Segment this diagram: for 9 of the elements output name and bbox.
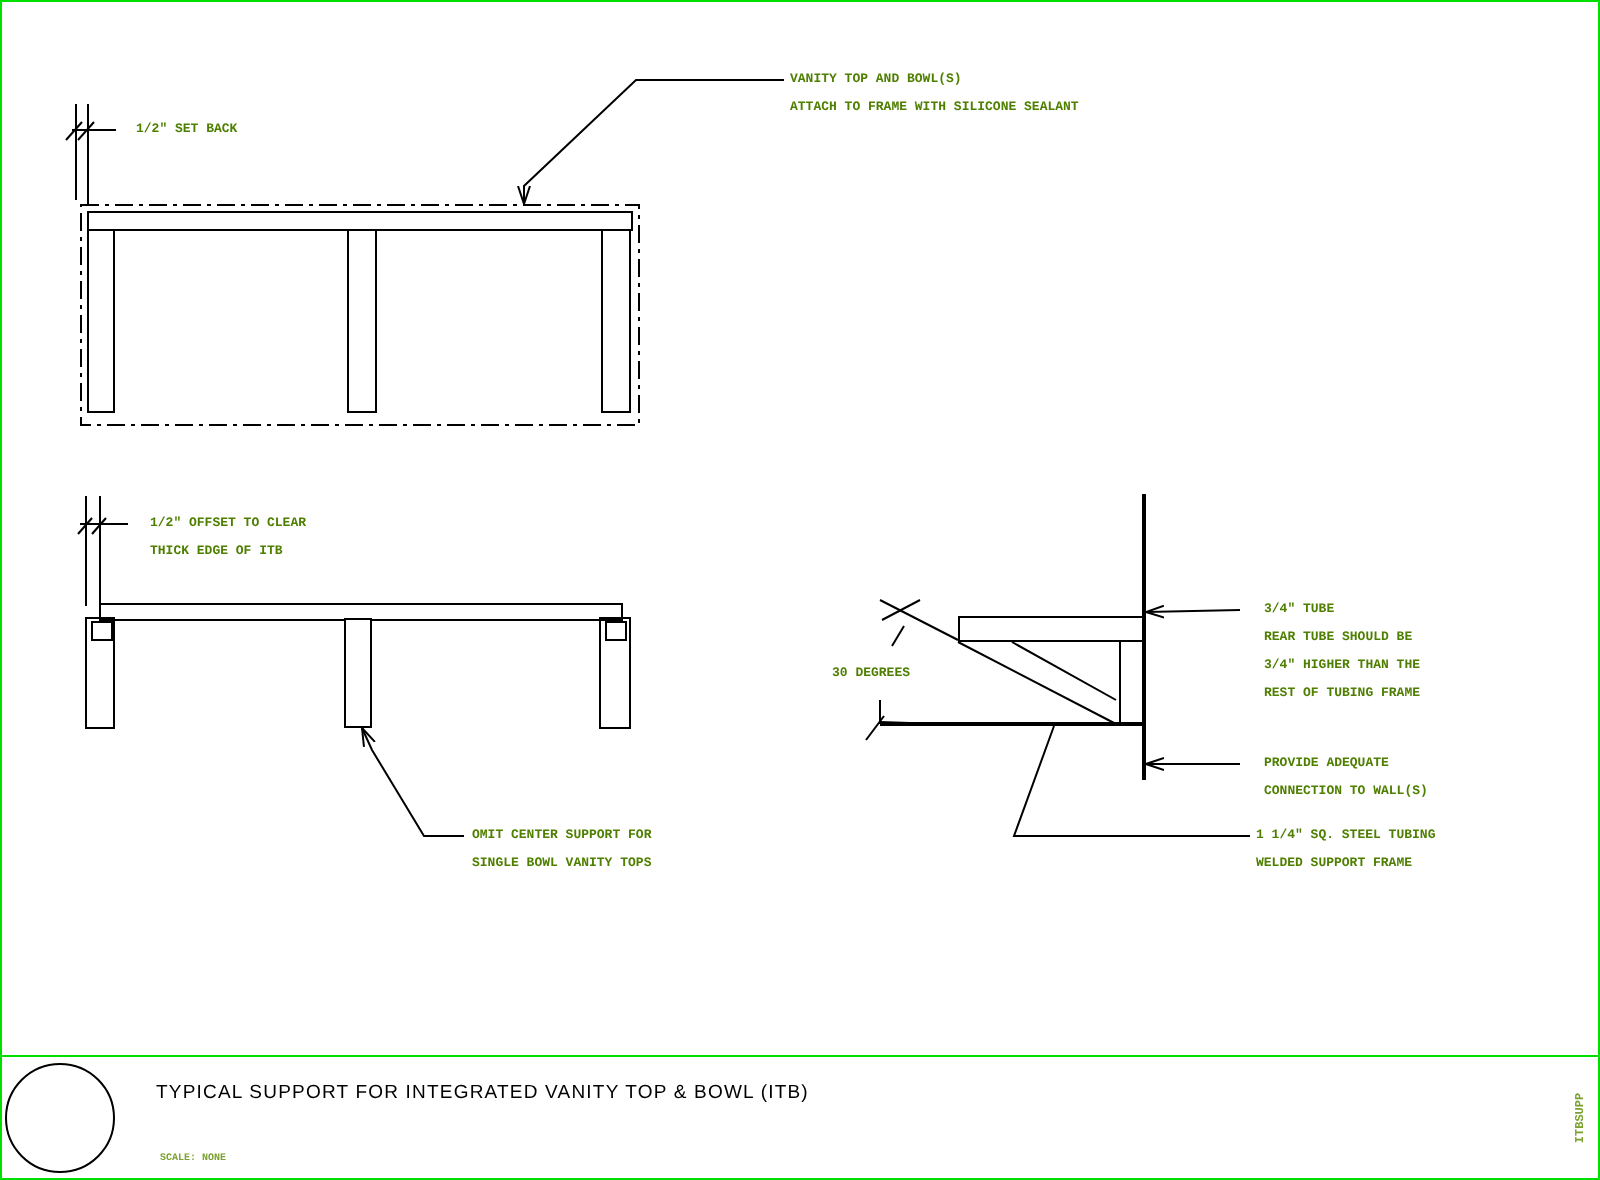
leader-line (1145, 604, 1241, 619)
drawing-title: TYPICAL SUPPORT FOR INTEGRATED VANITY TOP & BOWL (ITB) (156, 1080, 809, 1108)
leader-line (517, 79, 785, 205)
leader-line (1012, 725, 1251, 837)
rear-tube (958, 616, 1144, 642)
leader-line (1145, 757, 1241, 771)
center-leg (344, 618, 372, 728)
leader-line (361, 727, 465, 837)
wall-line (1142, 494, 1146, 780)
